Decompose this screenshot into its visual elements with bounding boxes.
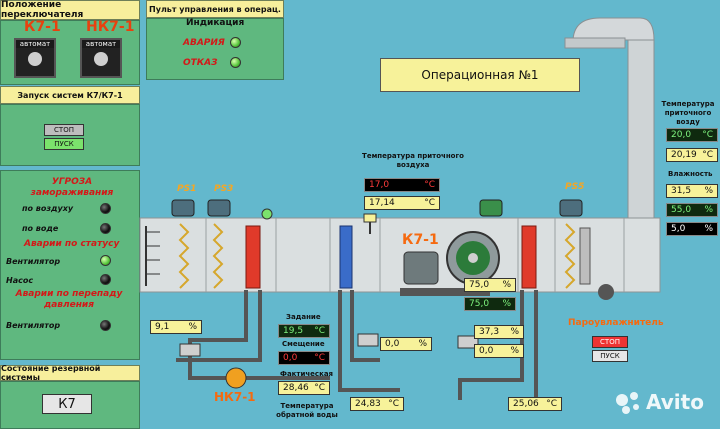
ps1-sensor-icon [171,199,195,217]
cooler-valve-icon [357,333,379,347]
pressure-fan-lamp [100,320,111,331]
reheater-valve2-value: 0,0% [474,344,524,358]
failure-label: ОТКАЗ [183,58,218,68]
filter3-icon [564,223,576,289]
launch-start-button[interactable]: ПУСК [44,138,84,150]
indication-panel [146,18,284,80]
header-control-panel: Пульт управления в операц. [146,0,284,18]
switch-knob-icon [94,52,108,66]
supply-temp-right-actual: 20,19°C [666,148,718,162]
heater-actual-label: Фактическая [280,370,334,378]
reserve-value: К7 [42,394,92,414]
return-water-value: 24,83°C [350,397,404,411]
switch-knob-icon [28,52,42,66]
heater-task-label: Задание [286,313,321,321]
diffuser [564,37,626,49]
freeze-by-water-label: по воде [22,224,59,233]
room-title: Операционная №1 [380,58,580,92]
supply-temp-mid-title: Температура приточного воздуха [362,152,464,169]
fan-value-1: 75,0% [464,278,516,292]
status-fan-lamp [100,255,111,266]
fan-motor-icon [403,251,439,285]
supply-duct [627,39,655,221]
ps1-label: PS1 [177,184,197,194]
fan-ps-sensor-icon [479,199,503,217]
failure-lamp [230,57,241,68]
freeze-by-air-label: по воздуху [22,204,74,213]
header-launch: Запуск систем К7/К7-1 [0,86,140,104]
freeze-sensor-icon [261,208,273,220]
supply-temp-right-setpoint: 20,0°C [666,128,718,142]
freeze-title: УГРОЗА замораживания [30,177,114,198]
fan-base [400,288,490,296]
humidity-value-1: 31,5% [666,184,718,198]
switch-nk71-name: НК7-1 [86,19,135,35]
filter2-icon [212,223,224,289]
ps3-sensor-icon [207,199,231,217]
freeze-panel [0,170,140,360]
switch-nk71-mode: автомат [82,40,120,48]
heater-offset-label: Смещение [282,340,325,348]
nk71-unit-label: НК7-1 [214,390,256,404]
heater-valve-value: 9,1% [150,320,202,334]
avito-logo-icon [616,392,639,414]
freeze-by-air-lamp [100,203,111,214]
ps5-sensor-icon [559,199,583,217]
humidifier-rack [579,227,591,285]
intake-grille [145,226,160,286]
status-alarms-title: Аварии по статусу [24,239,120,249]
ps3-label: PS3 [214,184,234,194]
supply-temp-mid-setpoint: 17,0°C [364,178,440,192]
steam-stop-button[interactable]: СТОП [592,336,628,348]
heater-pump-icon [225,367,247,389]
return-water-label: Температура обратной воды [276,402,338,419]
freeze-by-water-lamp [100,223,111,234]
filter1-icon [178,223,190,289]
k71-unit-label: К7-1 [402,232,439,248]
accident-label: АВАРИЯ [183,38,225,48]
switch-k71[interactable]: автомат [14,38,56,78]
humidifier-motor-icon [598,284,614,300]
switch-k71-name: К7-1 [24,19,61,35]
switch-k71-mode: автомат [16,40,54,48]
supply-temp-mid-actual: 17,14°C [364,196,440,210]
heater-offset-value: 0,0°C [278,351,330,365]
avito-watermark: Avito [646,390,704,414]
heater-valve-icon [179,343,201,357]
reheater-valve-value: 37,3% [474,325,524,339]
status-fan-label: Вентилятор [6,257,61,266]
reheater-water-value: 25,06°C [508,397,562,411]
fan-value-2: 75,0% [464,297,516,311]
status-pump-label: Насос [6,276,34,285]
switch-nk71[interactable]: автомат [80,38,122,78]
reheater-valve-icon [457,335,479,349]
cooler-valve-value: 0,0% [380,337,432,351]
supply-temp-right-title: Температура приточного возду [661,100,715,126]
indication-title: Индикация [186,18,245,28]
reheater-coil [521,225,537,289]
humidity-value-3: 5,0% [666,222,718,236]
heater-coil [245,225,261,289]
launch-stop-button[interactable]: СТОП [44,124,84,136]
supply-temp-probe-icon [363,213,377,223]
steam-title: Пароувлажнитель [568,318,664,328]
header-reserve: Состояние резервной системы [0,364,140,382]
cooler-pipe [338,290,400,392]
header-switch-position: Положение переключателя [0,0,140,20]
humidity-title: Влажность [668,170,713,178]
heater-task-value: 19,5°C [278,324,330,338]
pressure-alarms-title: Аварии по перепаду давления [15,289,123,310]
humidity-value-2: 55,0% [666,203,718,217]
pressure-fan-label: Вентилятор [6,321,61,330]
status-pump-lamp [100,274,111,285]
steam-start-button[interactable]: ПУСК [592,350,628,362]
cooler-coil [339,225,353,289]
ps5-label: PS5 [565,182,585,192]
accident-lamp [230,37,241,48]
heater-actual-value: 28,46°C [278,381,330,395]
